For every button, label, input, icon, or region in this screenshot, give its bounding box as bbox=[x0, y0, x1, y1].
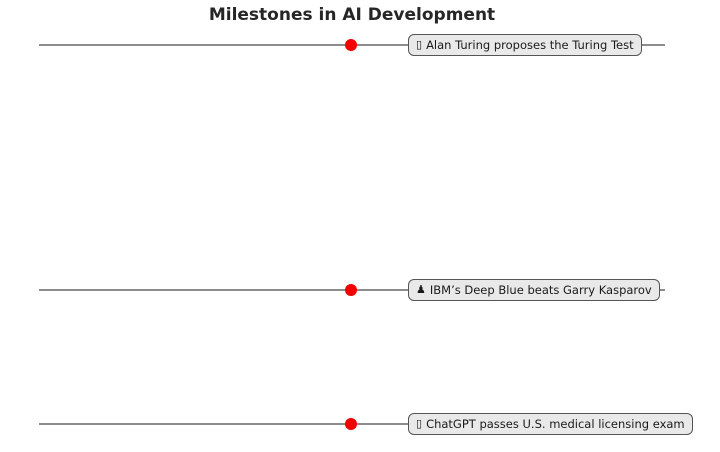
milestone-label-box: ♟ IBM’s Deep Blue beats Garry Kasparov bbox=[408, 279, 660, 301]
milestone-label-box: ▯ Alan Turing proposes the Turing Test bbox=[408, 34, 642, 56]
milestone-label-box: ▯ ChatGPT passes U.S. medical licensing … bbox=[408, 413, 693, 435]
milestone-marker bbox=[345, 284, 357, 296]
missing-glyph-icon: ▯ bbox=[416, 38, 423, 51]
milestone-label: IBM’s Deep Blue beats Garry Kasparov bbox=[429, 283, 652, 297]
chart-title: Milestones in AI Development bbox=[208, 5, 496, 25]
chess-pawn-icon: ♟ bbox=[416, 283, 426, 296]
milestone-label: Alan Turing proposes the Turing Test bbox=[426, 38, 634, 52]
missing-glyph-icon: ▯ bbox=[416, 417, 423, 430]
milestone-marker bbox=[345, 39, 357, 51]
milestone-marker bbox=[345, 418, 357, 430]
milestone-label: ChatGPT passes U.S. medical licensing ex… bbox=[426, 417, 685, 431]
